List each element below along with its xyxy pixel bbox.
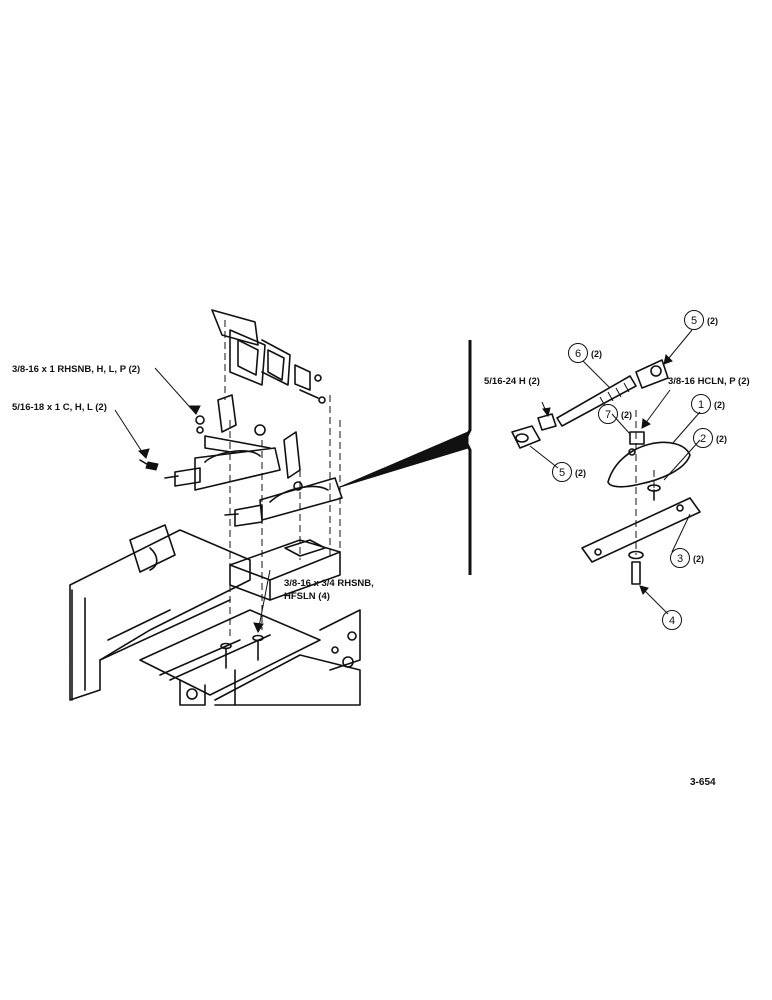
callout-number: 3 [677,553,683,565]
callout-quantity: (2) [716,434,727,444]
label-bolt-upper: 3/8-16 x 1 RHSNB, H, L, P (2) [12,364,140,375]
callout-quantity: (2) [693,554,704,564]
detail-pointer-wedge [339,431,469,488]
right-leader-lines [529,329,701,615]
detail-exploded-view [511,359,701,585]
callout-3: 3 (2) [670,548,704,568]
callout-number: 4 [669,615,675,627]
callout-quantity: (2) [707,316,718,326]
callout-number: 7 [605,409,611,421]
callout-number: 5 [691,315,697,327]
figure-number: 3-654 [690,777,716,788]
callout-number: 5 [559,467,565,479]
callout-number: 2 [700,433,706,445]
callout-4: 4 [662,610,682,630]
label-hex-nut: 5/16-24 H (2) [484,376,540,387]
frame-assembly-drawing [69,309,361,706]
callout-quantity: (2) [591,349,602,359]
callout-6: 6 (2) [568,343,602,363]
callout-7: 7 (2) [598,404,632,424]
detail-bracket [463,340,472,575]
callout-number: 6 [575,348,581,360]
label-bolt-lower-line2: HFSLN (4) [284,591,330,602]
label-bolt-lower-line1: 3/8-16 x 3/4 RHSNB, [284,578,374,589]
callout-1: 1 (2) [691,394,725,414]
label-capscrew: 5/16-18 x 1 C, H, L (2) [12,402,107,413]
callout-quantity: (2) [714,400,725,410]
callout-quantity: (2) [621,410,632,420]
callout-quantity: (2) [575,468,586,478]
callout-5-upper: 5 (2) [684,310,718,330]
label-lock-nut: 3/8-16 HCLN, P (2) [668,376,750,387]
left-leader-lines [114,367,271,634]
callout-5-lower: 5 (2) [552,462,586,482]
callout-2: 2 (2) [693,428,727,448]
callout-number: 1 [698,399,704,411]
